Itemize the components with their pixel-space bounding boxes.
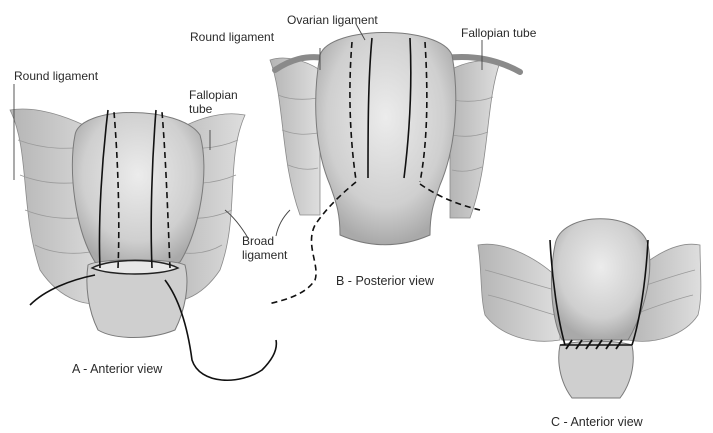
label-ovarian-ligament: Ovarian ligament xyxy=(287,13,378,27)
caption-b: B - Posterior view xyxy=(336,274,434,288)
cervix-c xyxy=(559,341,634,398)
broad-ligament-left-b xyxy=(270,58,320,215)
uterus-c xyxy=(551,219,649,340)
broad-ligament-left-c xyxy=(478,244,560,341)
broad-ligament-right-b xyxy=(450,60,500,218)
uterus-b xyxy=(316,33,456,245)
panel-a-anterior-view xyxy=(10,109,276,380)
uterus-a xyxy=(72,113,204,270)
label-broad-ligament: Broad ligament xyxy=(242,234,287,262)
label-fallopian-tube-b: Fallopian tube xyxy=(461,26,536,40)
label-round-ligament-b: Round ligament xyxy=(190,30,274,44)
panel-c-anterior-view xyxy=(478,219,701,398)
label-round-ligament-a: Round ligament xyxy=(14,69,98,83)
label-fallopian-tube-a: Fallopian tube xyxy=(189,88,238,116)
caption-c: C - Anterior view xyxy=(551,415,643,429)
caption-a: A - Anterior view xyxy=(72,362,162,376)
